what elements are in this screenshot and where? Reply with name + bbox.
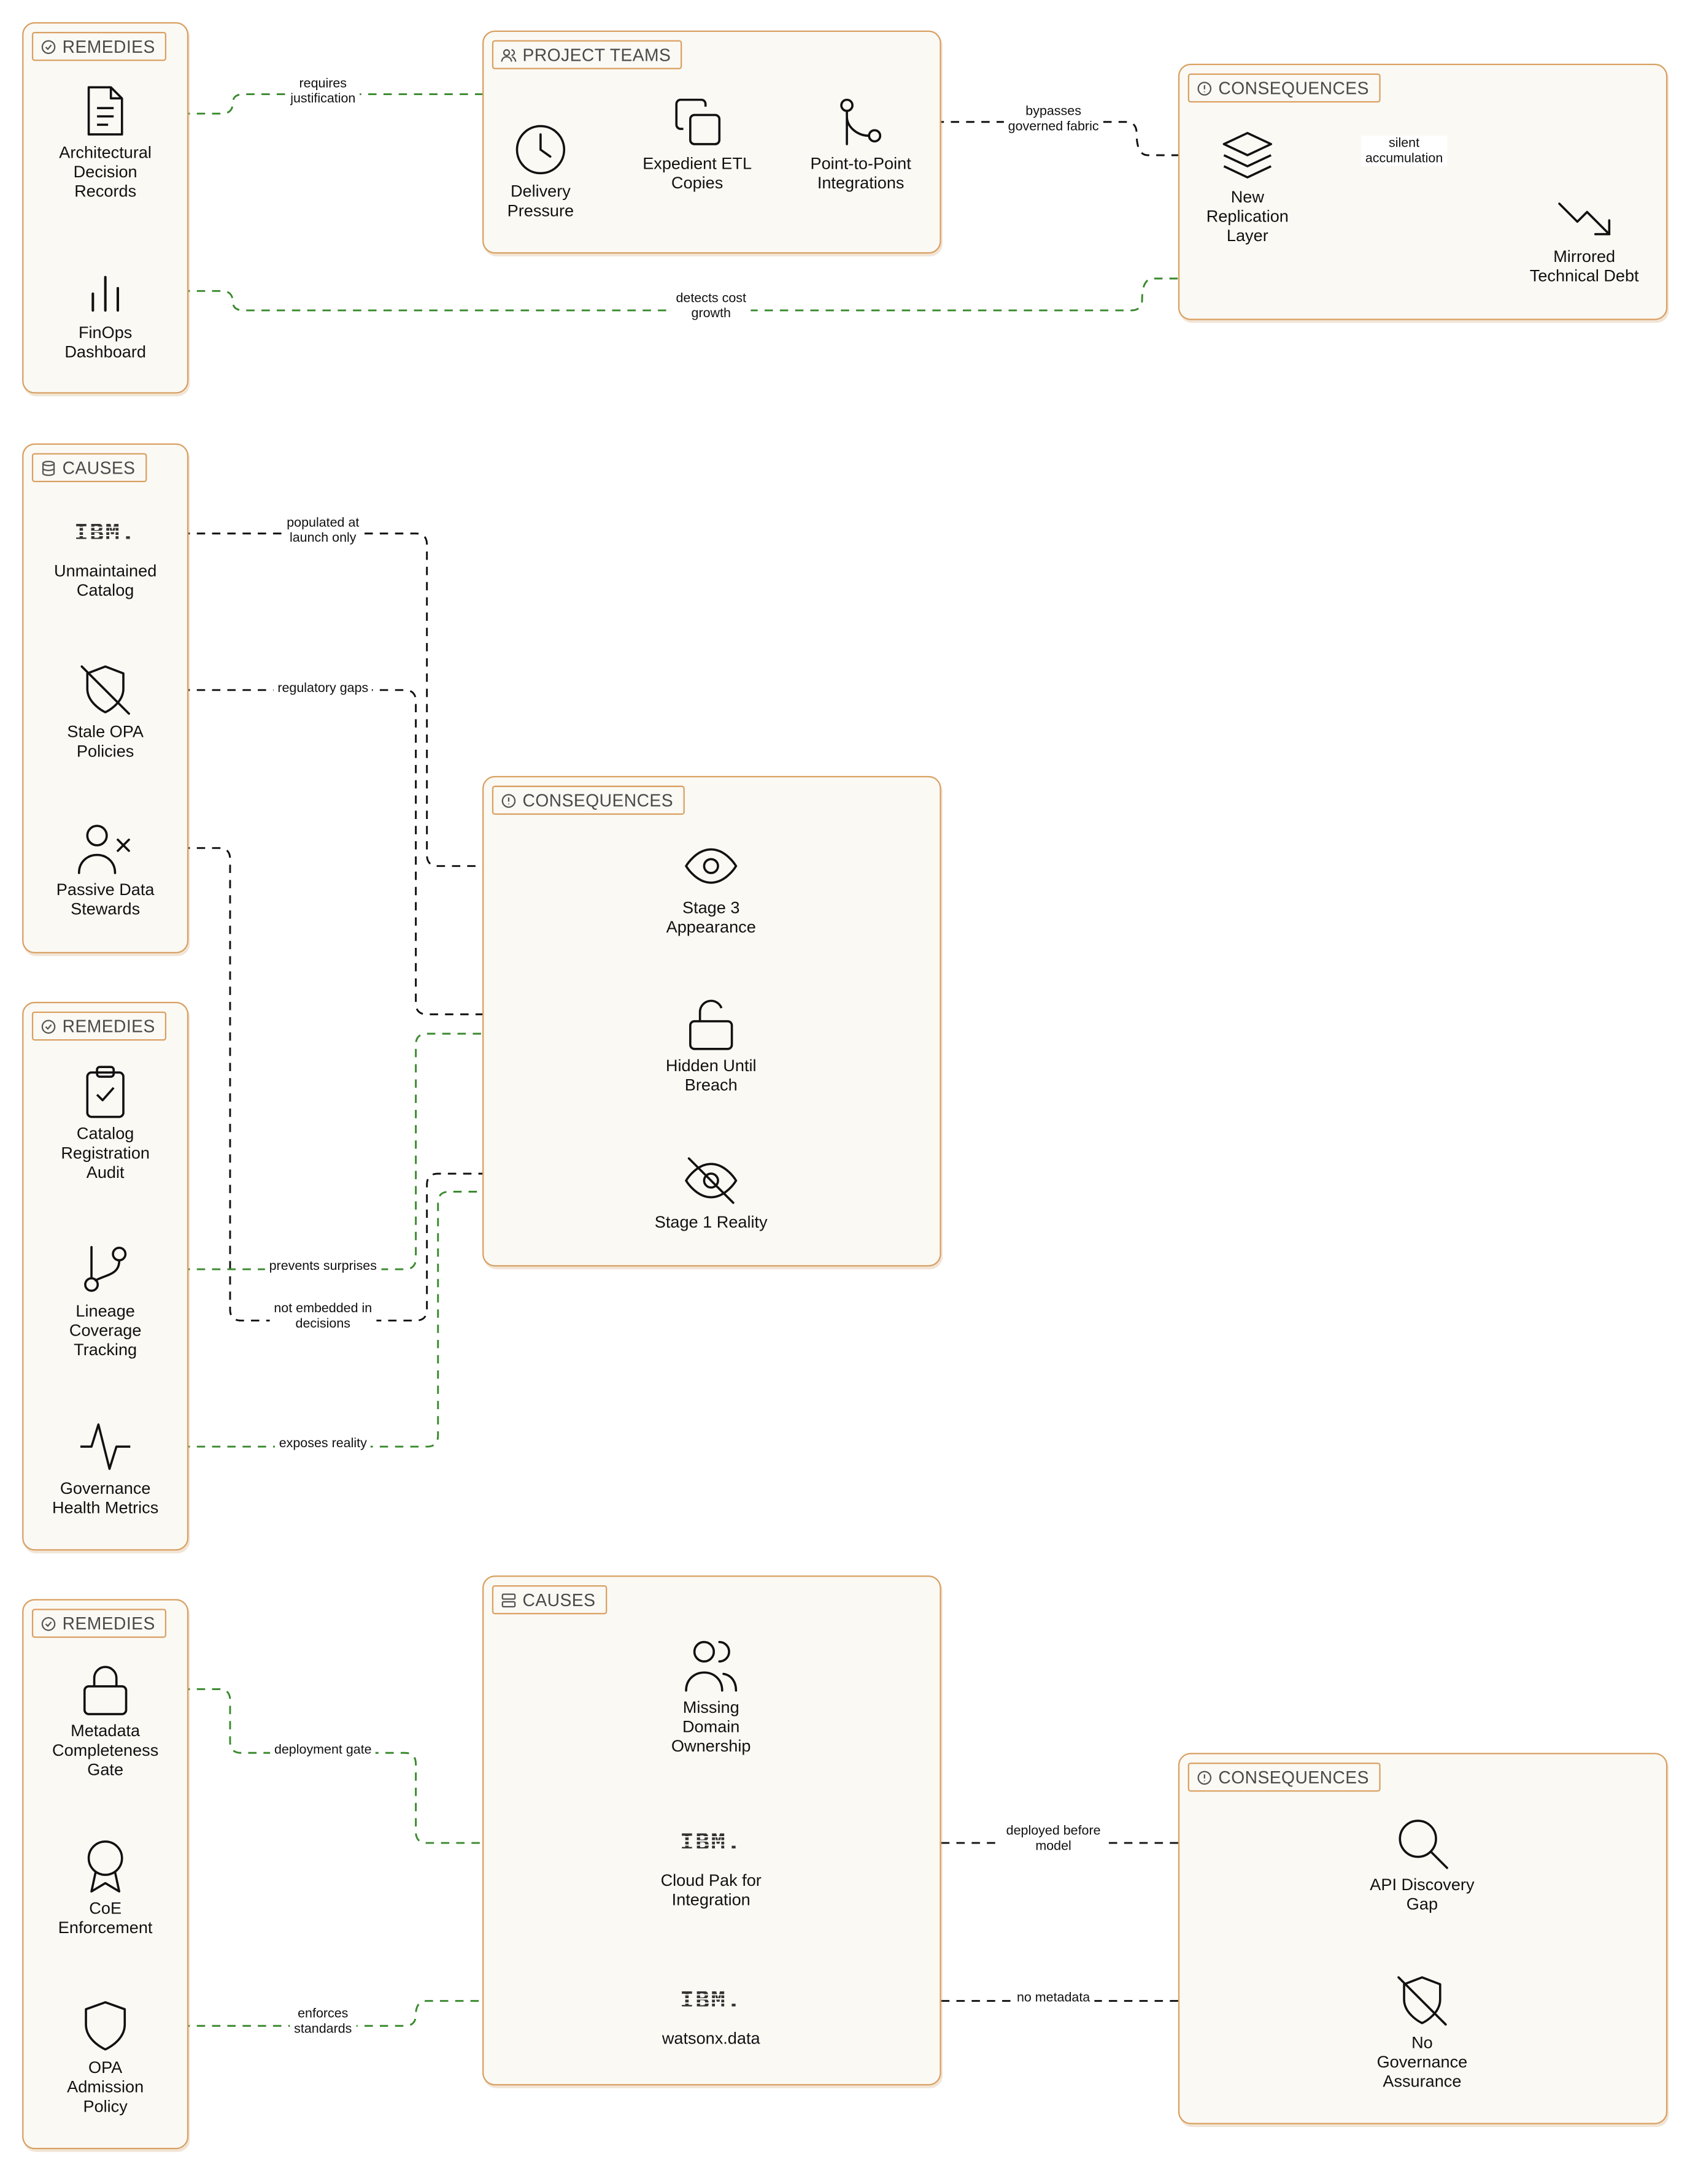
search-icon bbox=[1399, 1820, 1448, 1869]
group-header: CONSEQUENCES bbox=[1187, 1763, 1380, 1792]
layers-icon bbox=[1222, 132, 1273, 179]
node-watsonx[interactable]: IBM. watsonx.data bbox=[628, 1973, 794, 2048]
node-cloudpak[interactable]: IBM. Cloud Pak for Integration bbox=[628, 1815, 794, 1909]
git-merge-icon bbox=[840, 98, 882, 145]
group-header: REMEDIES bbox=[31, 1609, 166, 1638]
alert-circle-icon bbox=[1197, 1770, 1212, 1785]
clock-icon bbox=[515, 125, 566, 175]
edge-opa-stale-to-breach bbox=[136, 689, 682, 1015]
ibm-logo: IBM. bbox=[628, 1829, 794, 1856]
shield-off-icon bbox=[1397, 1976, 1447, 2026]
database-icon bbox=[42, 459, 55, 475]
node-stage1[interactable]: Stage 1 Reality bbox=[628, 1153, 794, 1232]
unlock-icon bbox=[689, 999, 733, 1050]
bar-chart-icon bbox=[91, 275, 120, 312]
group-remedies-3: REMEDIES bbox=[22, 1599, 189, 2150]
ibm-logo: IBM. bbox=[628, 1987, 794, 2015]
edge-label-detects-cost-growth: detects cost growth bbox=[671, 291, 751, 322]
node-metagate[interactable]: Metadata Completeness Gate bbox=[22, 1661, 188, 1779]
group-header: CAUSES bbox=[31, 453, 147, 483]
edge-p2p-to-replication bbox=[890, 121, 1220, 155]
group-consequences-3: CONSEQUENCES bbox=[1178, 1753, 1668, 2124]
activity-icon bbox=[80, 1423, 131, 1471]
edge-label-exposes-reality: exposes reality bbox=[274, 1436, 371, 1452]
document-icon bbox=[87, 86, 123, 136]
edge-metagate-to-cloudpak bbox=[136, 1688, 682, 1843]
alert-circle-icon bbox=[501, 793, 516, 807]
edge-health-to-stage1 bbox=[136, 1191, 682, 1448]
edge-label-deployed-before-model: deployed before model bbox=[1001, 1823, 1105, 1855]
node-audit[interactable]: Catalog Registration Audit bbox=[22, 1064, 188, 1182]
node-stewards[interactable]: Passive Data Stewards bbox=[22, 820, 188, 919]
users-icon bbox=[685, 1640, 738, 1692]
node-delivery[interactable]: Delivery Pressure bbox=[457, 122, 623, 220]
eye-off-icon bbox=[684, 1157, 738, 1204]
users-icon bbox=[501, 48, 517, 61]
server-icon bbox=[501, 1593, 516, 1607]
edge-label-deployment-gate: deployment gate bbox=[270, 1742, 376, 1758]
node-breach[interactable]: Hidden Until Breach bbox=[628, 996, 794, 1094]
node-catalog[interactable]: IBM. Unmaintained Catalog bbox=[22, 506, 188, 600]
shield-off-icon bbox=[80, 665, 130, 715]
node-opa-stale[interactable]: Stale OPA Policies bbox=[22, 663, 188, 761]
node-adr[interactable]: Architectural Decision Records bbox=[22, 83, 188, 201]
node-finops[interactable]: FinOps Dashboard bbox=[22, 263, 188, 362]
node-opa-adm[interactable]: OPA Admission Policy bbox=[22, 1998, 188, 2116]
node-domain[interactable]: Missing Domain Ownership bbox=[628, 1638, 794, 1756]
user-x-icon bbox=[77, 825, 130, 874]
group-causes-1: CAUSES bbox=[22, 443, 189, 953]
group-remedies-1: REMEDIES bbox=[22, 22, 189, 394]
node-replication[interactable]: New Replication Layer bbox=[1164, 128, 1330, 245]
edge-label-populated-at-launch: populated at launch only bbox=[282, 515, 364, 546]
node-health[interactable]: Governance Health Metrics bbox=[22, 1419, 188, 1517]
group-consequences-2: CONSEQUENCES bbox=[482, 775, 941, 1267]
ibm-logo: IBM. bbox=[22, 520, 188, 547]
edge-label-not-embedded: not embedded in decisions bbox=[269, 1301, 376, 1332]
node-mirrored[interactable]: Mirrored Technical Debt bbox=[1501, 187, 1667, 285]
lock-icon bbox=[83, 1666, 128, 1715]
node-no-gov[interactable]: No Governance Assurance bbox=[1339, 1973, 1505, 2091]
group-header: CONSEQUENCES bbox=[1187, 73, 1380, 103]
group-header: REMEDIES bbox=[31, 31, 166, 61]
clipboard-check-icon bbox=[86, 1066, 125, 1118]
award-icon bbox=[87, 1840, 123, 1893]
edge-label-regulatory-gaps: regulatory gaps bbox=[273, 681, 373, 696]
group-header: REMEDIES bbox=[31, 1011, 166, 1041]
edge-label-prevents-surprises: prevents surprises bbox=[264, 1259, 381, 1274]
edge-label-enforces-standards: enforces standards bbox=[290, 2006, 357, 2037]
edge-label-requires-justification: requires justification bbox=[286, 76, 360, 107]
check-circle-icon bbox=[41, 1616, 56, 1631]
group-project-teams: PROJECT TEAMS bbox=[482, 30, 941, 254]
trending-down-icon bbox=[1558, 202, 1611, 236]
edge-label-bypasses-governed-fabric: bypasses governed fabric bbox=[1003, 104, 1103, 135]
group-header: PROJECT TEAMS bbox=[492, 40, 682, 69]
group-causes-2: CAUSES bbox=[482, 1575, 941, 2086]
node-stage3[interactable]: Stage 3 Appearance bbox=[628, 839, 794, 937]
eye-icon bbox=[684, 848, 738, 884]
node-lineage[interactable]: Lineage Coverage Tracking bbox=[22, 1242, 188, 1359]
group-header: CAUSES bbox=[492, 1585, 607, 1615]
node-p2p[interactable]: Point-to-Point Integrations bbox=[778, 94, 944, 193]
check-circle-icon bbox=[41, 39, 56, 53]
node-api-gap[interactable]: API Discovery Gap bbox=[1339, 1815, 1505, 1913]
edge-label-no-metadata: no metadata bbox=[1013, 1990, 1095, 2006]
shield-icon bbox=[85, 2001, 126, 2051]
git-branch-icon bbox=[84, 1246, 127, 1292]
node-etl[interactable]: Expedient ETL Copies bbox=[614, 94, 781, 193]
copy-icon bbox=[675, 98, 721, 145]
group-consequences-1: CONSEQUENCES bbox=[1178, 63, 1668, 320]
node-coe[interactable]: CoE Enforcement bbox=[22, 1839, 188, 1937]
check-circle-icon bbox=[41, 1019, 56, 1033]
edge-label-silent-accumulation: silent accumulation bbox=[1361, 136, 1448, 167]
group-header: CONSEQUENCES bbox=[492, 785, 685, 815]
alert-circle-icon bbox=[1197, 81, 1212, 95]
